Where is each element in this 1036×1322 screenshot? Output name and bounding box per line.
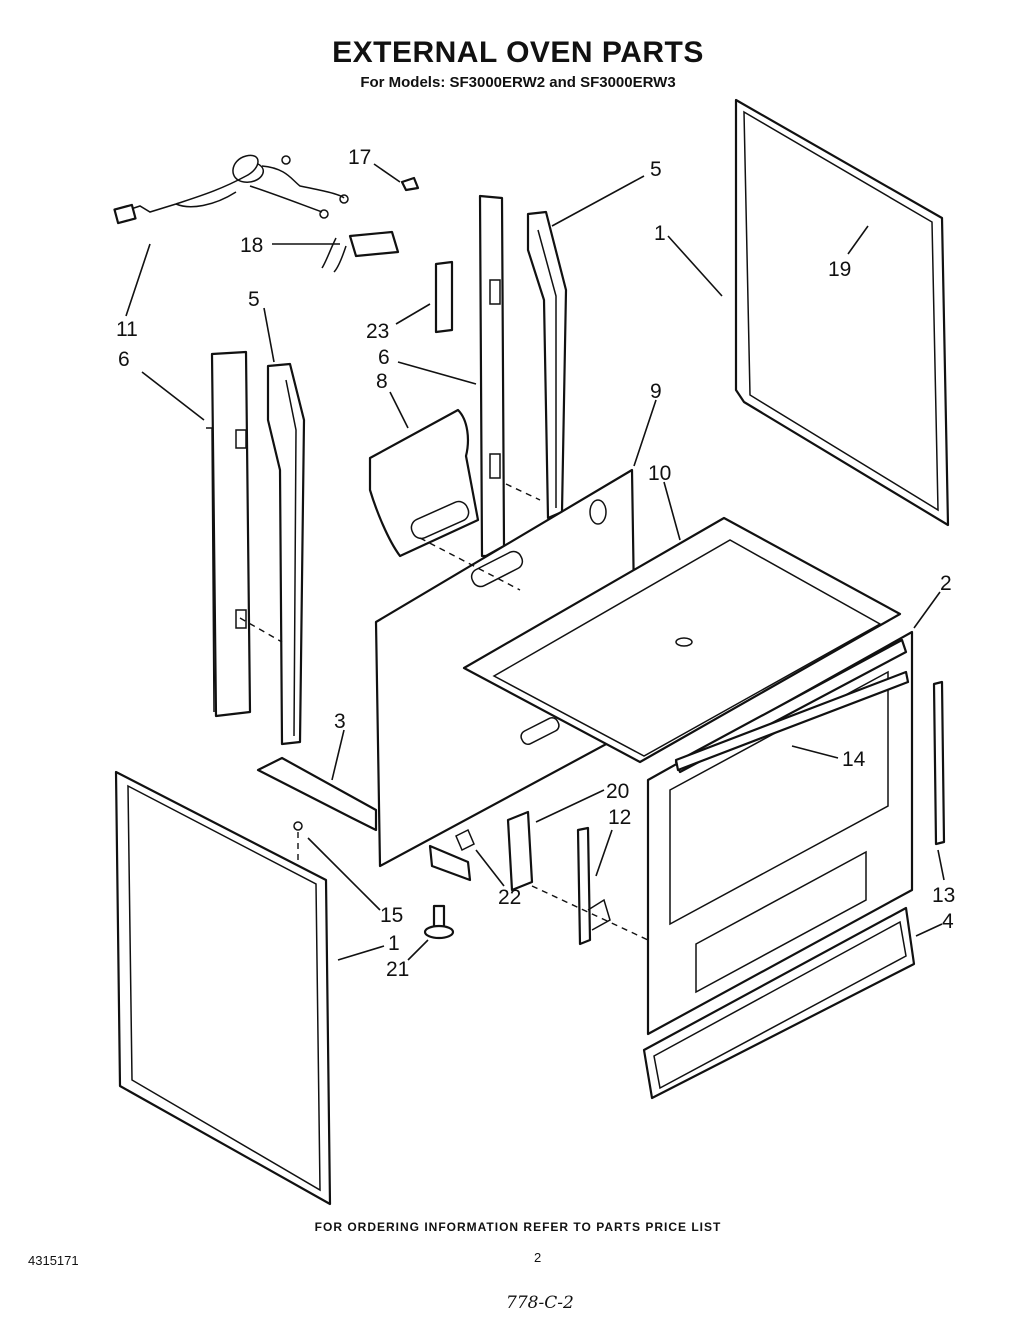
bracket-part-3 (256, 756, 378, 832)
callout-6-left: 6 (118, 348, 130, 371)
callout-15: 15 (380, 904, 403, 927)
callout-19: 19 (828, 258, 851, 281)
callout-12: 12 (608, 806, 631, 829)
clip-part-22 (428, 828, 475, 882)
rear-panel-part (734, 98, 950, 527)
callout-20: 20 (606, 780, 629, 803)
callout-17: 17 (348, 146, 371, 169)
callout-13: 13 (932, 884, 955, 907)
callout-10: 10 (648, 462, 671, 485)
callout-22: 22 (498, 886, 521, 909)
side-panel-part (114, 770, 332, 1206)
document-number: 4315171 (28, 1253, 79, 1268)
side-strip-part (932, 680, 946, 846)
callout-2: 2 (940, 572, 952, 595)
callout-14: 14 (842, 748, 866, 771)
terminal-block-part (321, 230, 400, 273)
trim-strip-part (674, 670, 910, 772)
alignment-lines (239, 483, 649, 941)
left-side-rail-6 (206, 350, 252, 718)
handwritten-code: 778-C-2 (506, 1293, 574, 1313)
callout-11: 11 (116, 318, 138, 341)
leveling-foot-part (423, 904, 455, 940)
callout-23: 23 (366, 320, 389, 343)
right-side-rail-5 (526, 210, 568, 520)
plate-part-20 (506, 810, 534, 892)
kick-panel-part (642, 906, 916, 1100)
top-tray-part (462, 516, 902, 764)
callout-labels: 17 5 1 19 18 11 5 6 23 6 8 9 10 2 3 14 2… (116, 146, 955, 981)
callout-9: 9 (650, 380, 662, 403)
callout-3: 3 (334, 710, 346, 733)
callout-1-top: 1 (654, 222, 666, 245)
bracket-part-23 (434, 260, 454, 334)
models-subtitle: For Models: SF3000ERW2 and SF3000ERW3 (360, 74, 676, 91)
screw-part-15 (293, 821, 303, 880)
leader-lines (125, 163, 945, 961)
left-side-rail-5 (266, 362, 306, 746)
callout-6-right: 6 (378, 346, 390, 369)
ordering-info-note: FOR ORDERING INFORMATION REFER TO PARTS … (314, 1220, 722, 1234)
callout-1-bottom: 1 (388, 932, 400, 955)
callout-21: 21 (386, 958, 409, 981)
page-title: EXTERNAL OVEN PARTS (332, 36, 704, 69)
callout-4: 4 (942, 910, 954, 933)
latch-part-12 (576, 826, 611, 946)
callout-8: 8 (376, 370, 388, 393)
page-number: 2 (534, 1250, 542, 1265)
callout-5-right: 5 (650, 158, 662, 181)
callout-18: 18 (240, 234, 263, 257)
callout-5-left: 5 (248, 288, 260, 311)
right-side-rail-6 (478, 194, 506, 558)
power-cord-part (113, 154, 349, 225)
vent-duct-part (368, 408, 480, 558)
clip-part-17 (400, 176, 420, 192)
